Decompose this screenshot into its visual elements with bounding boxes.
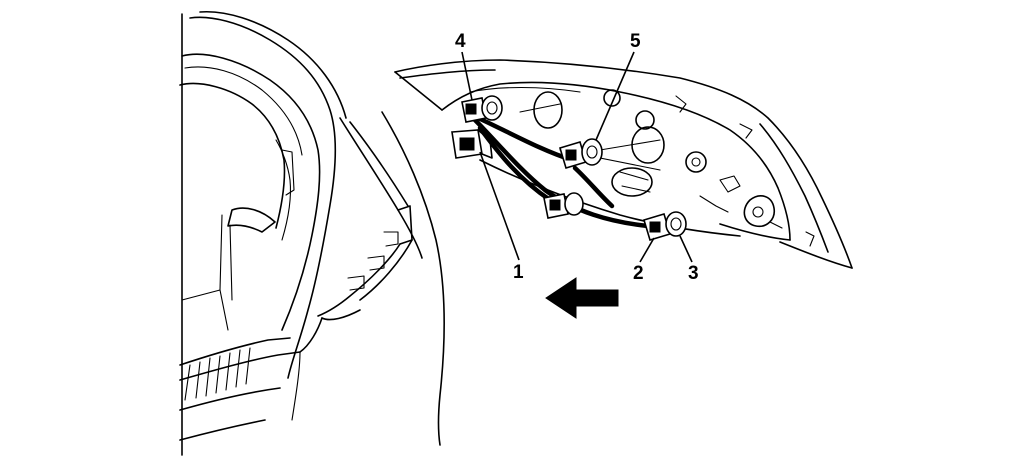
bulb-socket-lower (543, 192, 584, 219)
callout-3: 3 (688, 263, 699, 284)
callout-2: 2 (633, 263, 644, 284)
callout-1: 1 (513, 262, 524, 283)
electrical-connector (451, 129, 493, 159)
bulb-socket-5 (559, 138, 603, 169)
bulb-3 (665, 211, 687, 237)
vehicle-body (179, 10, 445, 456)
callout-4: 4 (455, 31, 466, 52)
bulb-socket-4 (461, 95, 503, 123)
leader-lines (461, 51, 693, 263)
callout-5: 5 (630, 31, 641, 52)
tail-lamp-housing (394, 59, 853, 269)
bulb-socket-2 (643, 213, 671, 241)
arrow-left-icon (545, 277, 619, 319)
